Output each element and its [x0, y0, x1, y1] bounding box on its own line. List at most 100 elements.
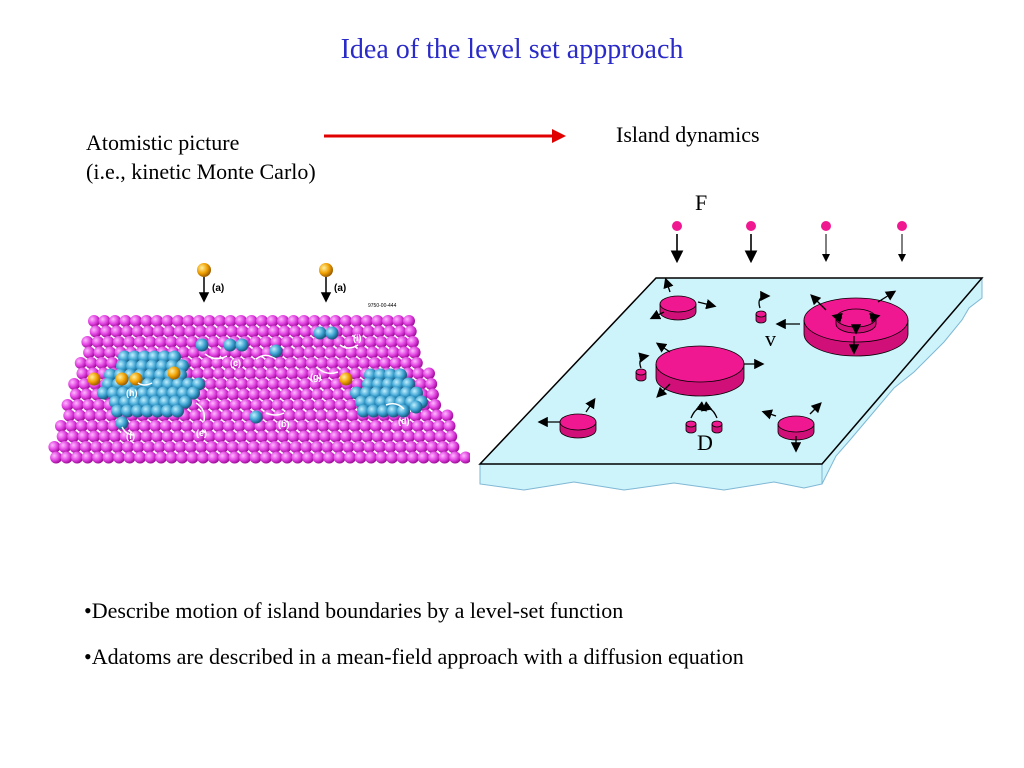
deposit-atom — [319, 263, 333, 277]
substrate-atom — [257, 325, 270, 338]
substrate-atom — [194, 325, 207, 338]
flux-arrows — [670, 221, 907, 264]
substrate-atom — [257, 378, 270, 390]
substrate-atom — [293, 346, 306, 359]
substrate-atom — [58, 441, 71, 453]
substrate-atom — [314, 346, 327, 359]
substrate-atom — [109, 430, 122, 443]
substrate-atom — [260, 451, 273, 464]
substrate-atom — [208, 399, 221, 411]
substrate-atom — [276, 367, 288, 380]
substrate-atom — [76, 367, 89, 380]
substrate-atom — [394, 325, 407, 338]
adatom — [249, 410, 263, 424]
substrate-atom — [111, 441, 124, 453]
substrate-atom — [396, 451, 409, 464]
substrate-atom — [410, 357, 423, 369]
substrate-atom — [256, 430, 269, 443]
atomistic-line2: (i.e., kinetic Monte Carlo) — [86, 159, 316, 184]
substrate-atom — [186, 336, 199, 348]
substrate-atom — [71, 451, 84, 464]
substrate-atom — [326, 357, 339, 369]
substrate-atom — [279, 441, 292, 453]
substrate-atom — [204, 378, 217, 390]
substrate-atom — [253, 357, 266, 369]
island-atom — [111, 404, 124, 418]
substrate-atom — [73, 409, 86, 422]
substrate-atom — [443, 420, 456, 432]
substrate-atom — [55, 420, 67, 432]
substrate-atom — [88, 315, 100, 327]
kmc-label-d: (d) — [398, 416, 410, 426]
substrate-atom — [340, 430, 353, 443]
island-atom — [377, 404, 390, 418]
substrate-atom — [242, 357, 255, 369]
substrate-atom — [268, 441, 281, 453]
substrate-atom — [291, 336, 304, 348]
island-atom — [97, 386, 110, 400]
substrate-atom — [299, 378, 312, 390]
substrate-atom — [104, 346, 117, 359]
substrate-atom — [152, 325, 165, 338]
substrate-atom — [320, 378, 333, 390]
substrate-atom — [366, 346, 379, 359]
substrate-atom — [151, 430, 164, 443]
substrate-atom — [401, 420, 414, 432]
substrate-atom — [298, 315, 310, 327]
substrate-atom — [370, 420, 382, 432]
substrate-atom — [224, 430, 237, 443]
substrate-atom — [61, 399, 74, 411]
substrate-atom — [130, 315, 142, 327]
substrate-atom — [295, 357, 308, 369]
substrate-atom — [193, 315, 205, 327]
substrate-atom — [287, 315, 300, 327]
substrate-atom — [354, 451, 367, 464]
substrate-atom — [316, 357, 329, 369]
substrate-atom — [110, 325, 123, 338]
substrate-atom — [394, 441, 407, 453]
substrate-atom — [214, 430, 227, 443]
substrate-atom — [283, 409, 296, 422]
substrate-atom — [404, 325, 417, 338]
substrate-atom — [63, 409, 76, 422]
substrate-atom — [300, 441, 313, 453]
substrate-atom — [343, 336, 356, 348]
island-disks — [559, 295, 909, 441]
substrate-atom — [210, 409, 223, 422]
substrate-atom — [403, 430, 416, 443]
substrate-atom — [176, 451, 189, 464]
substrate-atom — [128, 420, 141, 432]
substrate-atom — [236, 325, 249, 338]
substrate-atom — [182, 315, 195, 327]
substrate-atom — [405, 441, 418, 453]
substrate-atom — [290, 388, 303, 401]
substrate-atom — [282, 346, 295, 359]
substrate-atom — [371, 315, 384, 327]
substrate-atom — [288, 378, 301, 390]
substrate-atom — [447, 441, 460, 453]
substrate-atom — [189, 409, 202, 422]
substrate-atom — [286, 420, 298, 432]
substrate-atom — [100, 441, 113, 453]
adatom — [115, 416, 129, 430]
substrate-atom — [323, 451, 336, 464]
substrate-atom — [300, 388, 313, 401]
substrate-atom — [69, 441, 82, 453]
island-atom — [357, 404, 370, 418]
substrate-atom — [312, 451, 325, 464]
substrate-atom — [142, 441, 155, 453]
substrate-atom — [426, 388, 439, 401]
substrate-atom — [308, 315, 321, 327]
island-atom — [387, 404, 400, 418]
substrate-atom — [244, 420, 256, 432]
substrate-atom — [203, 315, 216, 327]
substrate-atom — [192, 367, 204, 380]
substrate-atom — [231, 409, 244, 422]
substrate-atom — [134, 451, 147, 464]
kmc-label-h: (h) — [126, 388, 138, 398]
substrate-atom — [380, 420, 393, 432]
substrate-atom — [112, 336, 125, 348]
substrate-atom — [151, 315, 163, 327]
substrate-atom — [131, 325, 144, 338]
substrate-atom — [430, 409, 443, 422]
